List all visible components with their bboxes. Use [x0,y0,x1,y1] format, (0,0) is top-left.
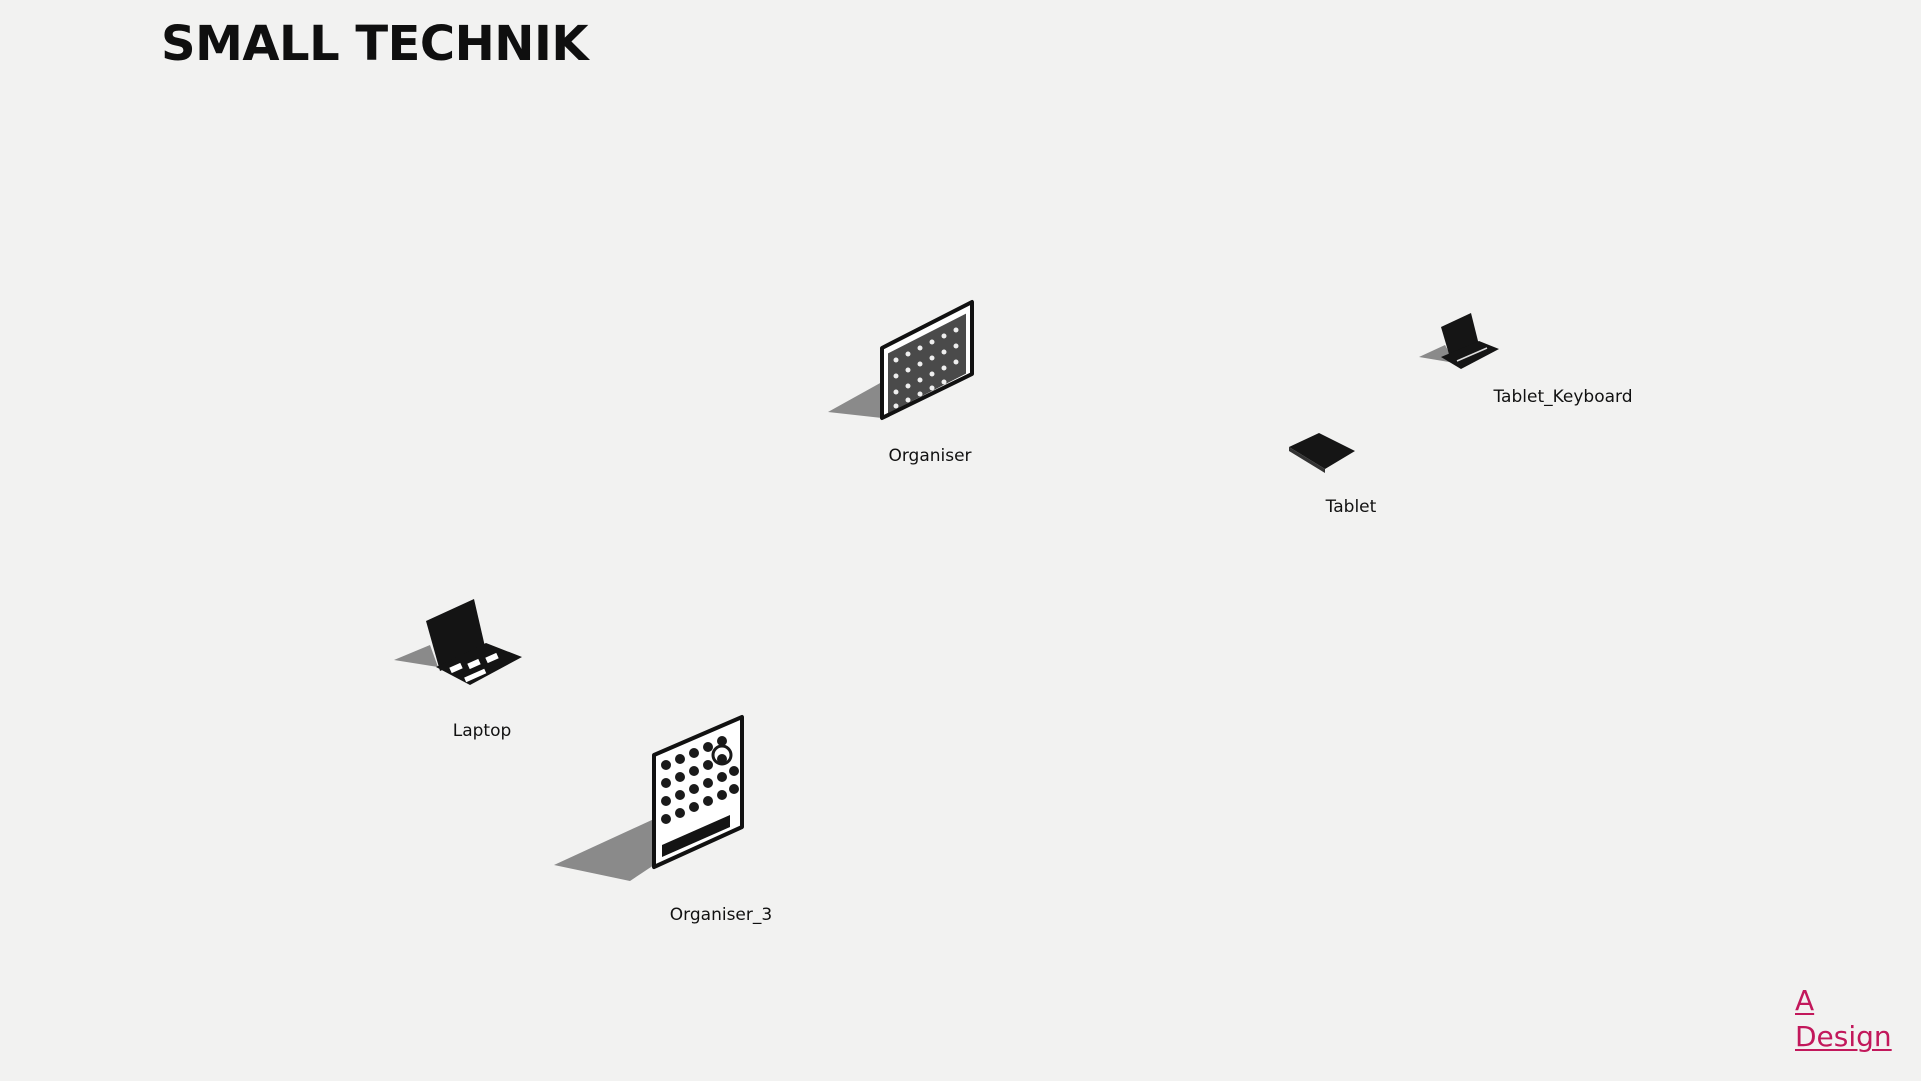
object-label: Laptop [452,721,512,741]
object-label: Organiser [888,446,972,466]
object-tablet-keyboard[interactable]: Tablet_Keyboard [1415,305,1635,415]
tablet-icon [1289,433,1355,473]
page-title: SMALL TECHNIK [161,16,589,72]
object-label: Organiser_3 [669,905,773,925]
laptop-icon [394,599,522,685]
tablet-keyboard-icon [1419,313,1499,369]
object-laptop[interactable]: Laptop [390,595,540,745]
logo-line-2: Design [1795,1020,1892,1053]
object-label: Tablet [1325,497,1377,517]
brand-logo[interactable]: A Design [1795,983,1892,1055]
object-tablet[interactable]: Tablet [1285,425,1425,525]
object-label: Tablet_Keyboard [1493,387,1633,407]
organiser-icon [554,715,744,881]
organiser-icon [828,300,974,420]
logo-line-1: A [1795,984,1815,1017]
object-organiser-3[interactable]: Organiser_3 [550,715,790,935]
object-organiser[interactable]: Organiser [820,296,980,476]
